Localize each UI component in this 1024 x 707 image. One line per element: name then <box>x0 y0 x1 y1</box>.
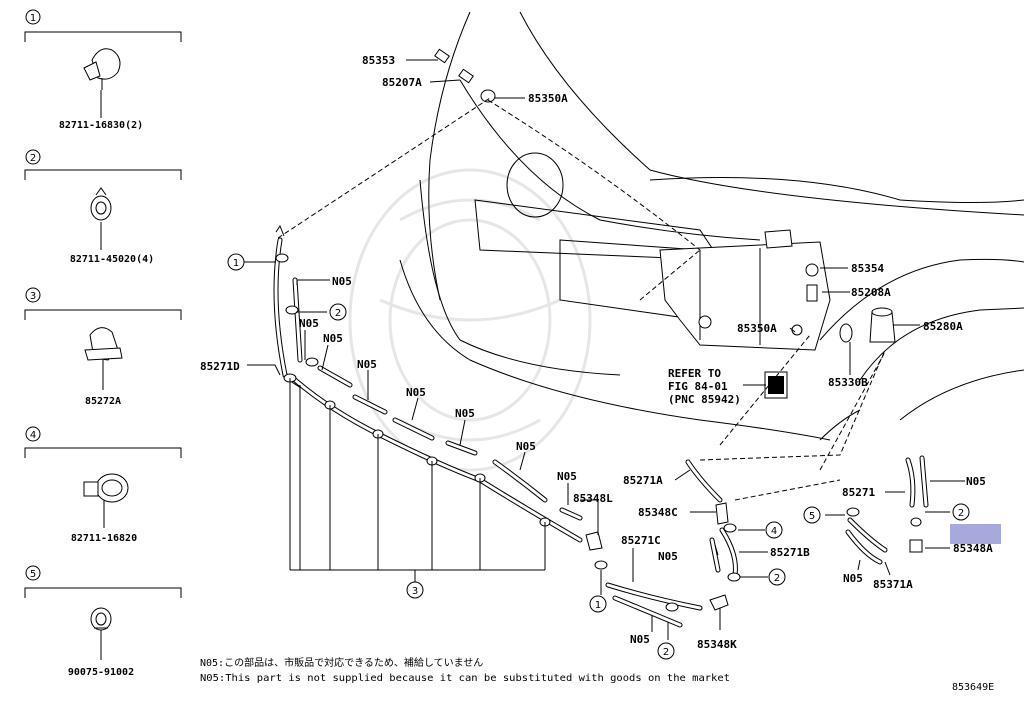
label-85348L[interactable]: 85348L <box>573 492 613 505</box>
pump-grommet <box>839 323 853 343</box>
legend-num-4: 4 <box>30 430 36 441</box>
callout-2[interactable]: 2 <box>329 303 347 321</box>
svg-text:3: 3 <box>412 586 418 597</box>
label-n05: N05 <box>299 317 319 330</box>
callout-5[interactable]: 5 <box>803 506 821 524</box>
legend-part-1: 82711-16830(2) <box>59 120 143 131</box>
legend-item-3[interactable]: 3 85272A <box>24 287 182 407</box>
ring-clip-icon <box>90 607 112 631</box>
label-n05: N05 <box>630 633 650 646</box>
callout-3-leaders <box>289 378 546 582</box>
clamp-icon <box>83 48 121 90</box>
refer-line-2: FIG 84-01 <box>668 380 728 393</box>
label-85354[interactable]: 85354 <box>851 262 884 275</box>
svg-text:5: 5 <box>809 511 815 522</box>
reference-part-icon <box>764 371 788 399</box>
svg-text:2: 2 <box>958 508 964 519</box>
hose-clip-icon <box>90 187 112 221</box>
band-clamp-icon <box>83 473 129 503</box>
legend-item-5[interactable]: 5 90075-91002 <box>24 565 182 678</box>
washer-pump <box>869 307 896 343</box>
legend-part-3: 85272A <box>85 396 121 407</box>
callout-1[interactable]: 1 <box>227 253 245 271</box>
legend-num-5: 5 <box>30 569 36 580</box>
label-85271B[interactable]: 85271B <box>770 546 810 559</box>
svg-text:4: 4 <box>771 526 777 537</box>
legend-num-3: 3 <box>30 291 36 302</box>
label-85353[interactable]: 85353 <box>362 54 395 67</box>
callout-2[interactable]: 2 <box>952 503 970 521</box>
note-english: N05:This part is not supplied because it… <box>200 673 730 684</box>
label-n05: N05 <box>557 470 577 483</box>
legend-panel: 1 82711-16830(2) 2 82711-45020(4) <box>24 9 182 678</box>
callout-3[interactable]: 3 <box>406 581 424 599</box>
top-nozzle-parts <box>434 48 496 103</box>
label-85207A[interactable]: 85207A <box>382 76 422 89</box>
svg-text:2: 2 <box>774 573 780 584</box>
legend-num-2: 2 <box>30 153 36 164</box>
label-85348C[interactable]: 85348C <box>638 506 678 519</box>
legend-part-5: 90075-91002 <box>68 667 134 678</box>
routing-dashes <box>277 97 886 501</box>
label-n05: N05 <box>455 407 475 420</box>
callouts: 1 2 3 1 2 4 2 5 <box>227 253 970 660</box>
svg-text:1: 1 <box>233 258 239 269</box>
label-n05: N05 <box>323 332 343 345</box>
label-n05: N05 <box>516 440 536 453</box>
label-n05: N05 <box>332 275 352 288</box>
label-85348A[interactable]: 85348A <box>953 542 993 555</box>
label-n05: N05 <box>658 550 678 563</box>
label-n05: N05 <box>966 475 986 488</box>
watermark-emblem <box>348 168 592 472</box>
callout-4[interactable]: 4 <box>765 521 783 539</box>
svg-text:1: 1 <box>595 600 601 611</box>
note-japanese: N05:この部品は、市販品で対応できるため、補給していません <box>200 656 483 669</box>
label-85271C[interactable]: 85271C <box>621 534 661 547</box>
legend-item-2[interactable]: 2 82711-45020(4) <box>24 149 182 265</box>
tank-nozzles <box>698 263 819 336</box>
callout-2[interactable]: 2 <box>657 642 675 660</box>
highlight-box[interactable] <box>950 524 1001 544</box>
svg-text:2: 2 <box>335 308 341 319</box>
label-85371A[interactable]: 85371A <box>873 578 913 591</box>
label-85350A-mid[interactable]: 85350A <box>737 322 777 335</box>
refer-line-1: REFER TO <box>668 367 721 380</box>
legend-num-1: 1 <box>30 13 36 24</box>
label-85208A[interactable]: 85208A <box>851 286 891 299</box>
legend-part-2: 82711-45020(4) <box>70 254 154 265</box>
right-hose-assembly <box>845 455 929 565</box>
label-85271[interactable]: 85271 <box>842 486 875 499</box>
legend-item-4[interactable]: 4 82711-16820 <box>24 426 182 544</box>
diagram-id: 853649E <box>952 682 994 693</box>
svg-text:2: 2 <box>663 647 669 658</box>
label-85271D[interactable]: 85271D <box>200 360 240 373</box>
callout-2[interactable]: 2 <box>768 568 786 586</box>
center-hose-assembly <box>594 459 741 628</box>
legend-item-1[interactable]: 1 82711-16830(2) <box>24 9 182 131</box>
label-85348K[interactable]: 85348K <box>697 638 737 651</box>
label-n05: N05 <box>406 386 426 399</box>
retainer-clip-icon <box>84 327 123 361</box>
label-85330B[interactable]: 85330B <box>828 376 868 389</box>
label-n05: N05 <box>843 572 863 585</box>
callout-1[interactable]: 1 <box>589 595 607 613</box>
left-hose-assembly <box>273 224 603 551</box>
refer-line-3: (PNC 85942) <box>668 393 741 406</box>
label-85271A[interactable]: 85271A <box>623 474 663 487</box>
leader-lines <box>244 59 965 640</box>
label-85280A[interactable]: 85280A <box>923 320 963 333</box>
label-85350A-top[interactable]: 85350A <box>528 92 568 105</box>
legend-part-4: 82711-16820 <box>71 533 137 544</box>
part-labels: 85353 85207A 85350A 85271D 85354 85208A … <box>200 54 993 651</box>
label-n05: N05 <box>357 358 377 371</box>
